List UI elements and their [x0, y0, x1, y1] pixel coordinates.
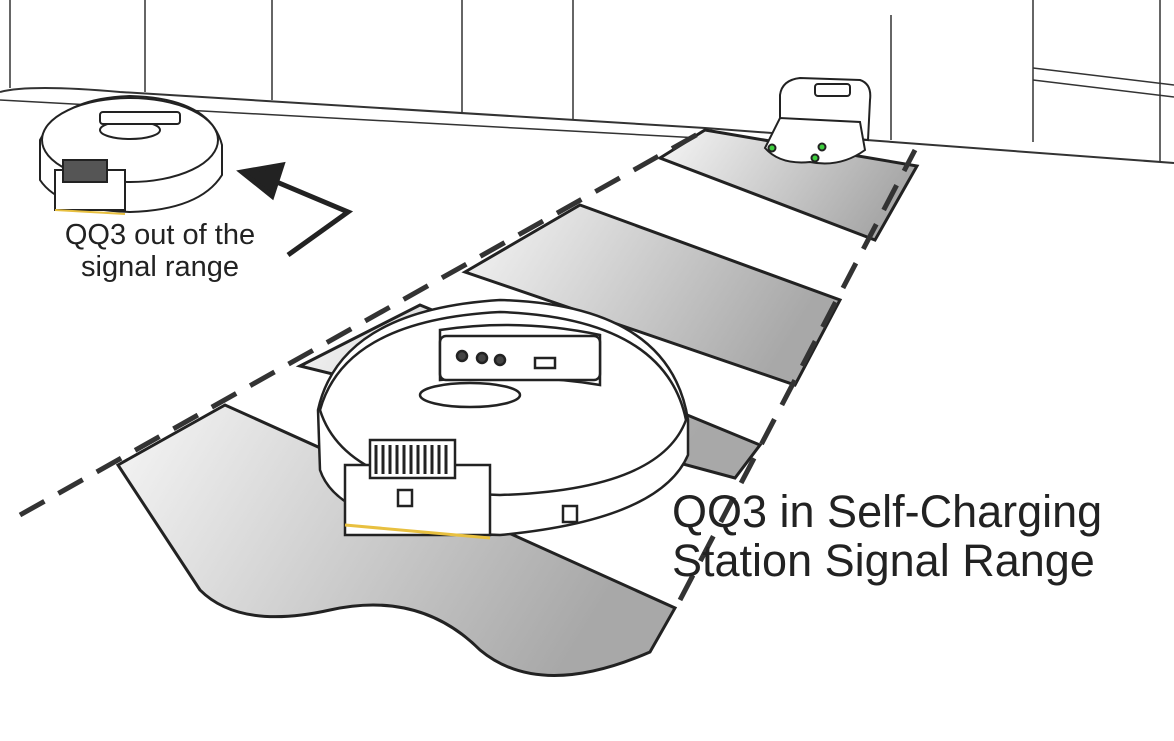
arrow-icon — [236, 161, 354, 258]
label-line: QQ3 in Self-Charging — [672, 486, 1103, 537]
wall — [0, 0, 1174, 164]
panel-near — [115, 403, 678, 677]
label-line: Station Signal Range — [672, 534, 1095, 586]
label-line: signal range — [81, 250, 239, 283]
label-out-of-range: QQ3 out of the signal range — [20, 219, 300, 284]
charging-station — [763, 76, 872, 165]
label-line: QQ3 out of the — [64, 219, 256, 251]
label-in-range: QQ3 in Self-Charging Station Signal Rang… — [672, 486, 1162, 586]
robot-in-range — [316, 298, 690, 540]
robot-out-of-range — [39, 94, 223, 215]
panel-3 — [461, 203, 843, 387]
signal-range-lines — [18, 127, 918, 602]
